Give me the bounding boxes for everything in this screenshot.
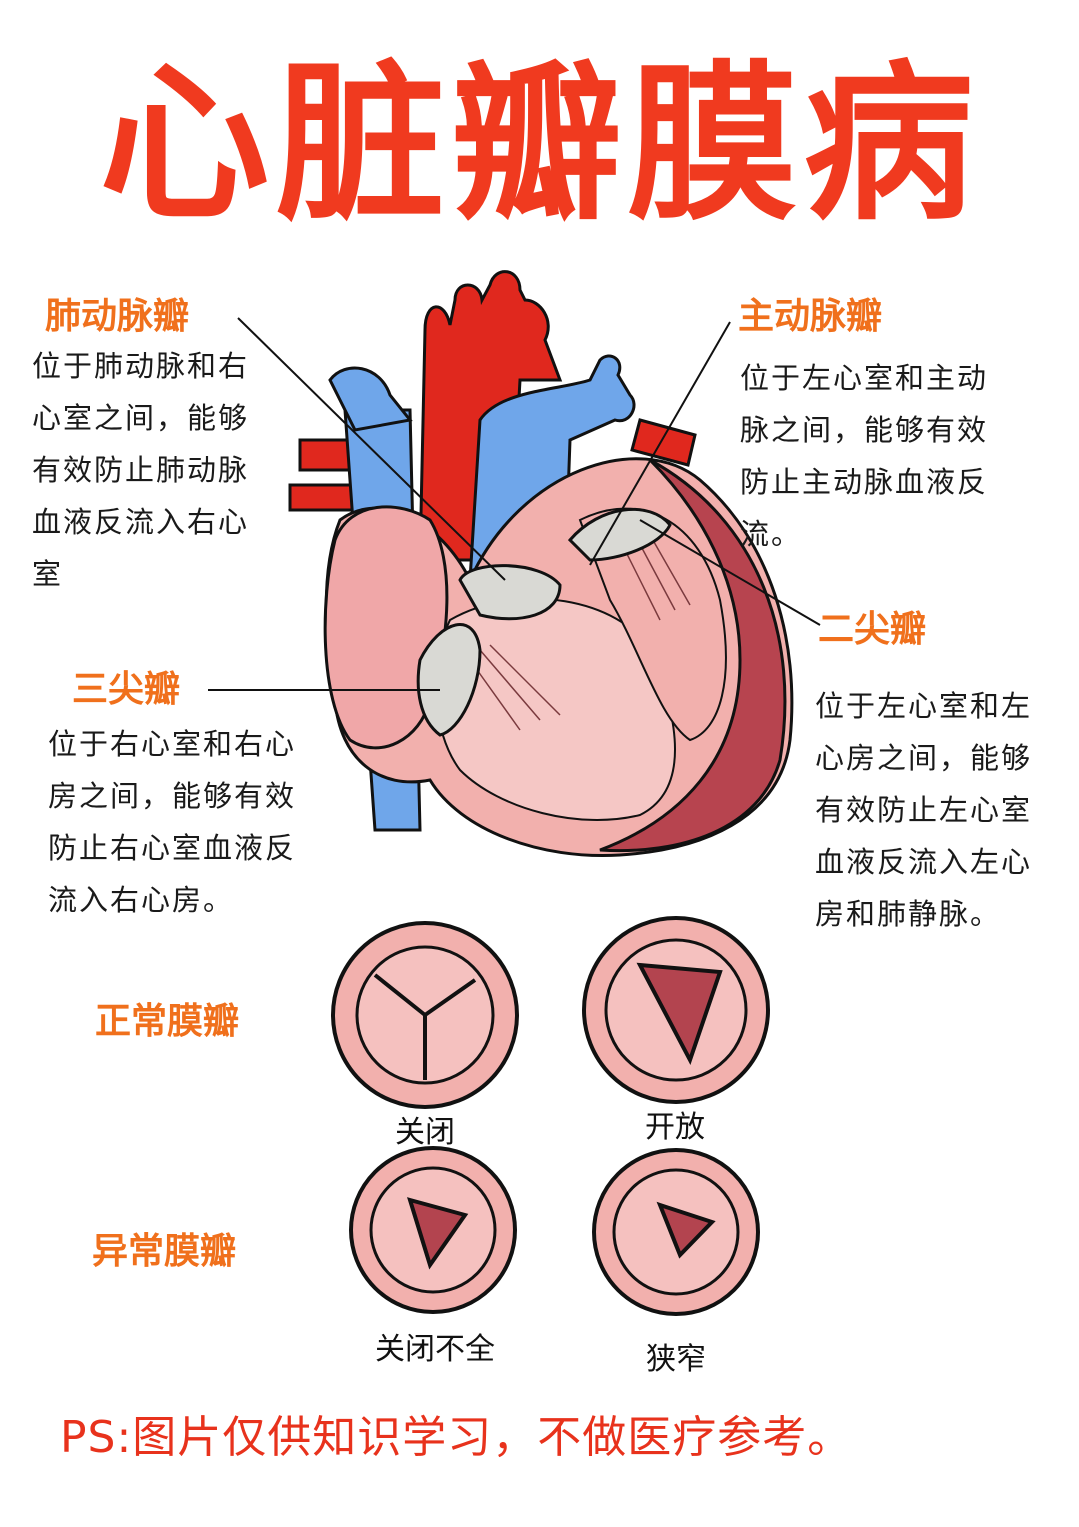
valve-open-drawing [582,916,770,1104]
valve-closed-drawing [331,921,519,1109]
desc-line: 血液反流入左心 [815,845,1033,879]
desc-line: 防止主动脉血液反 [740,465,989,499]
normal-valve-label: 正常膜瓣 [95,1001,240,1042]
desc-line: 流。 [740,517,803,551]
desc-line: 位于肺动脉和右 [32,349,250,383]
mitral-valve-label: 二尖瓣 [818,609,927,650]
disclaimer-footer: PS:图片仅供知识学习，不做医疗参考。 [60,1412,853,1463]
desc-line: 位于左心室和主动 [740,361,989,395]
desc-line: 心房之间，能够 [815,741,1033,775]
pulmonary-valve-label: 肺动脉瓣 [45,296,190,337]
desc-line: 血液反流入右心 [32,505,250,539]
desc-line: 心室之间，能够 [32,401,250,435]
mitral-valve-description: 位于左心室和左 心房之间，能够 有效防止左心室 血液反流入左心 房和肺静脉。 [815,680,1065,940]
page-title: 心脏瓣膜病 [99,46,980,244]
insufficient-caption: 关闭不全 [375,1332,495,1367]
desc-line: 脉之间，能够有效 [740,413,989,447]
stenosis-caption: 狭窄 [646,1342,706,1377]
desc-line: 室 [32,557,64,591]
desc-line: 位于右心室和右心 [48,727,297,761]
desc-line: 有效防止肺动脉 [32,453,250,487]
abnormal-valve-label: 异常膜瓣 [92,1231,237,1272]
closed-caption: 关闭 [395,1115,455,1150]
tricuspid-valve-description: 位于右心室和右心 房之间，能够有效 防止右心室血液反 流入右心房。 [48,718,338,926]
valve-stenosis-drawing [592,1148,760,1316]
aortic-valve-description: 位于左心室和主动 脉之间，能够有效 防止主动脉血液反 流。 [740,352,1040,560]
open-caption: 开放 [645,1110,705,1145]
desc-line: 房和肺静脉。 [815,897,1002,931]
tricuspid-valve-label: 三尖瓣 [72,669,181,710]
pulmonary-valve-description: 位于肺动脉和右 心室之间，能够 有效防止肺动脉 血液反流入右心 室 [32,340,302,600]
valve-insufficient-drawing [349,1146,517,1314]
desc-line: 房之间，能够有效 [48,779,297,813]
desc-line: 流入右心房。 [48,883,235,917]
aortic-valve-label: 主动脉瓣 [738,296,883,337]
desc-line: 有效防止左心室 [815,793,1033,827]
desc-line: 防止右心室血液反 [48,831,297,865]
desc-line: 位于左心室和左 [815,689,1033,723]
